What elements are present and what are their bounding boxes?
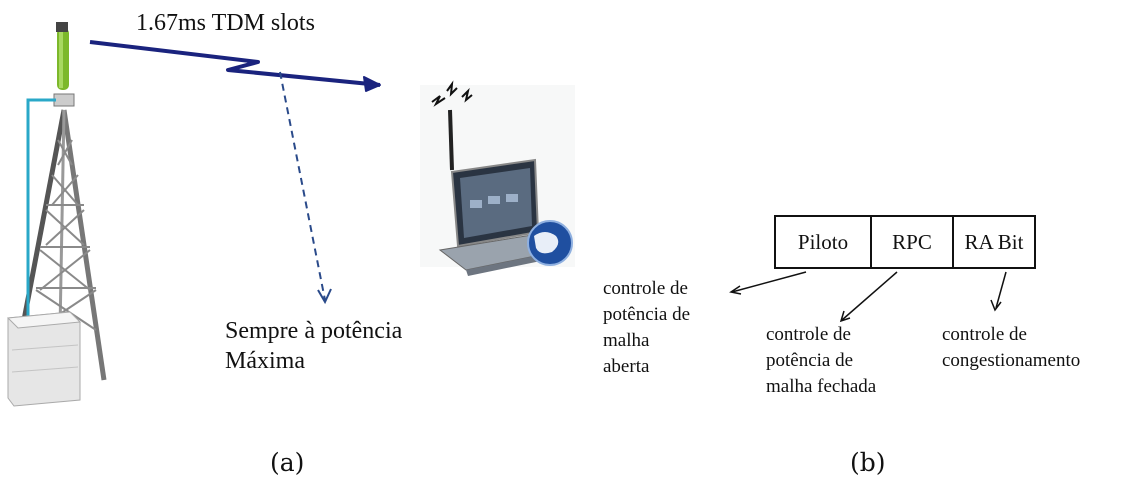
dashed-power-arrow: [279, 71, 332, 305]
desc-line: potência de: [766, 350, 854, 371]
desc-piloto: controle de potência de malha aberta: [603, 276, 690, 380]
field-piloto: Piloto: [797, 229, 849, 254]
power-label-line1: Sempre à potência: [225, 318, 403, 344]
desc-line: controle de: [942, 324, 1027, 345]
field-rpc: RPC: [870, 217, 952, 267]
desc-line: congestionamento: [942, 350, 1081, 371]
desc-ra-bit: controle de congestionamento: [942, 322, 1080, 374]
desc-line: controle de: [766, 324, 851, 345]
desc-line: malha fechada: [766, 376, 877, 397]
signal-label: 1.67ms TDM slots: [136, 10, 315, 36]
desc-line: aberta: [603, 356, 650, 377]
caption-a: (a): [270, 448, 305, 477]
signal-arrow: [89, 40, 381, 92]
desc-line: malha: [603, 330, 650, 351]
caption-b: (b): [850, 448, 886, 477]
desc-rpc: controle de potência de malha fechada: [766, 322, 876, 400]
field-ra-bit: RA Bit: [952, 217, 1034, 267]
cell-tower-icon: [0, 0, 140, 410]
frame-fields: Piloto RPC RA Bit: [774, 215, 1036, 269]
desc-arrows: [729, 271, 1007, 323]
laptop-icon: [420, 80, 575, 276]
power-label-line2: Máxima: [225, 348, 305, 374]
desc-line: controle de: [603, 278, 688, 299]
desc-line: potência de: [603, 304, 691, 325]
power-label: Sempre à potência Máxima: [225, 316, 402, 376]
